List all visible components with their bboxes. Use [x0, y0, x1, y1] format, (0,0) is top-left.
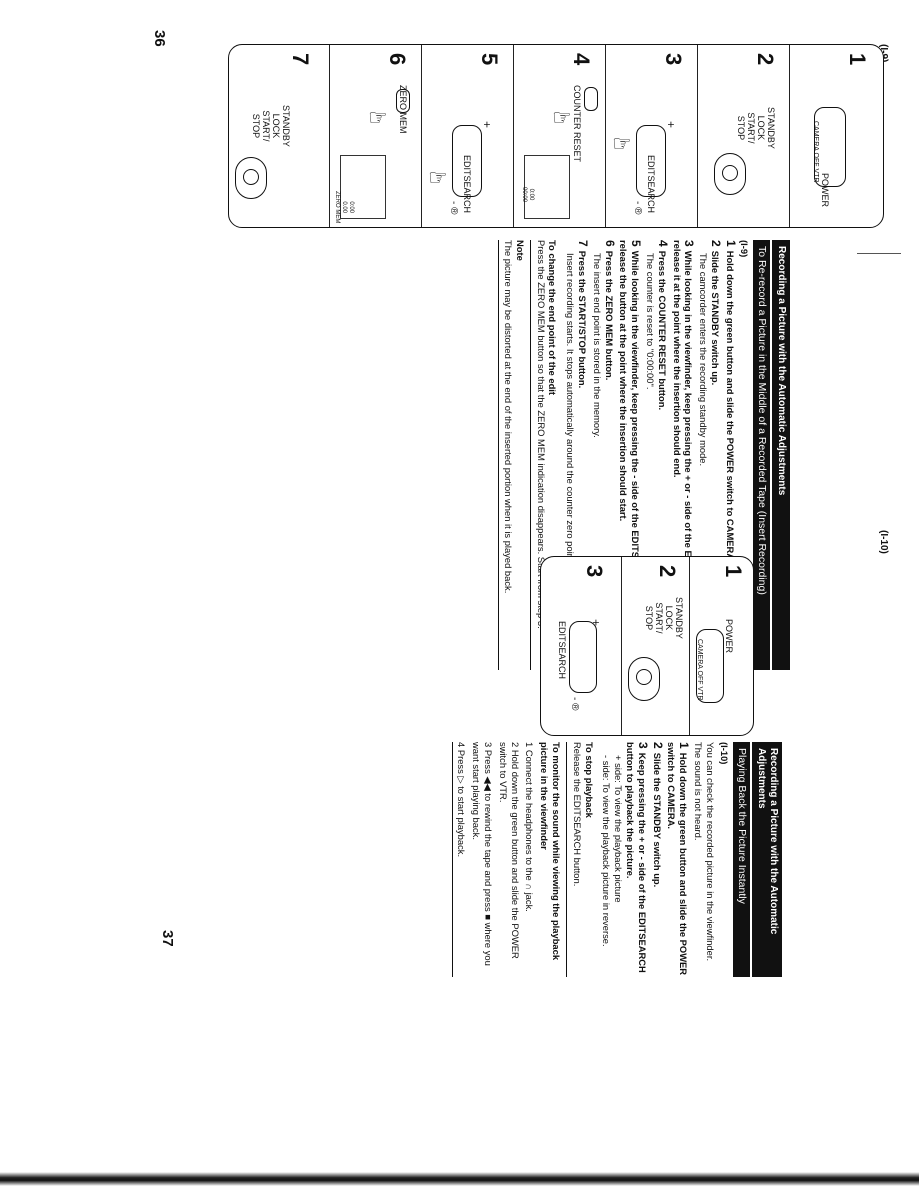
power-switch-icon [814, 107, 846, 187]
right-panel-1: 1 POWER CAMERA OFF VTR [689, 557, 754, 735]
page-number-36: 36 [151, 30, 168, 47]
divider [451, 742, 453, 977]
right-panel-3: 3 EDITSEARCH + - ® [557, 565, 607, 711]
section-header-right: Recording a Picture with the Automatic A… [752, 742, 782, 977]
text-column-right: Recording a Picture with the Automatic A… [450, 742, 782, 977]
lcd-counter [524, 155, 570, 219]
page-number-37: 37 [159, 930, 176, 947]
left-panel-4: 4 COUNTER RESET ☞ 0:00 00:00 [513, 45, 606, 227]
start-stop-knob-icon [636, 669, 652, 685]
intro-right: You can check the recorded picture in th… [692, 742, 716, 962]
steps-figure-right: 1 POWER CAMERA OFF VTR 2 STANDBY LOCK ST… [540, 556, 754, 736]
scan-mark [857, 253, 901, 264]
zero-mem-button-icon [396, 89, 410, 113]
monitor-sound: To monitor the sound while viewing the p… [539, 742, 562, 961]
monitor-step-1: 1 Connect the headphones to the ∩ jack. [524, 742, 536, 912]
step-right-1: 1Hold down the green button and slide th… [666, 742, 692, 976]
editsearch-button-icon [636, 125, 666, 197]
scan-edge-artifact [0, 1172, 919, 1186]
step-right-2: 2Slide the STANDBY switch up. [650, 742, 665, 888]
divider [529, 240, 531, 670]
editsearch-button-icon [569, 621, 597, 693]
counter-reset-button-icon [584, 87, 598, 111]
lcd-zero-mem [340, 155, 386, 219]
power-switch-icon [696, 629, 724, 703]
divider [498, 240, 500, 670]
monitor-step-4: 4 Press ▷ to start playback. [456, 742, 468, 858]
left-panel-5: 5 EDITSEARCH + - ® ☞ [421, 45, 514, 227]
hand-pointer-icon: ☞ [612, 131, 632, 156]
sub-header-left: To Re-record a Picture in the Middle of … [753, 240, 770, 670]
hand-pointer-icon: ☞ [552, 105, 572, 130]
monitor-step-2: 2 Hold down the green button and slide t… [497, 742, 521, 959]
section-header-left: Recording a Picture with the Automatic A… [772, 240, 790, 670]
divider [565, 742, 567, 977]
start-stop-knob-icon [243, 169, 259, 185]
left-panel-3: 3 EDITSEARCH + - ® ☞ [605, 45, 698, 227]
left-panel-2: 2 STANDBY LOCK START/ STOP [697, 45, 790, 227]
hand-pointer-icon: ☞ [368, 105, 388, 130]
left-panel-6: 6 ZERO MEM ☞ 0:00 0.00 ZERO MEM [329, 45, 422, 227]
start-stop-knob-icon [722, 165, 738, 181]
left-panel-7: 7 STANDBY LOCK START/ STOP [229, 45, 329, 227]
hand-pointer-icon: ☞ [428, 165, 448, 190]
left-panel-1: 1 POWER CAMERA OFF VTR [789, 45, 884, 227]
right-panel-2: 2 STANDBY LOCK START/ STOP [621, 557, 690, 735]
sub-header-right: Playing Back the Picture Instantly [733, 742, 750, 977]
step-right-3: 3Keep pressing the + or - side of the ED… [601, 742, 650, 973]
editsearch-button-icon [452, 125, 482, 197]
fig-ref-right: (I-10) [878, 530, 889, 554]
monitor-step-3: 3 Press ◀◀ to rewind the tape and press … [471, 742, 494, 966]
steps-figure-left: 1 POWER CAMERA OFF VTR 2 STANDBY LOCK ST… [228, 44, 884, 228]
